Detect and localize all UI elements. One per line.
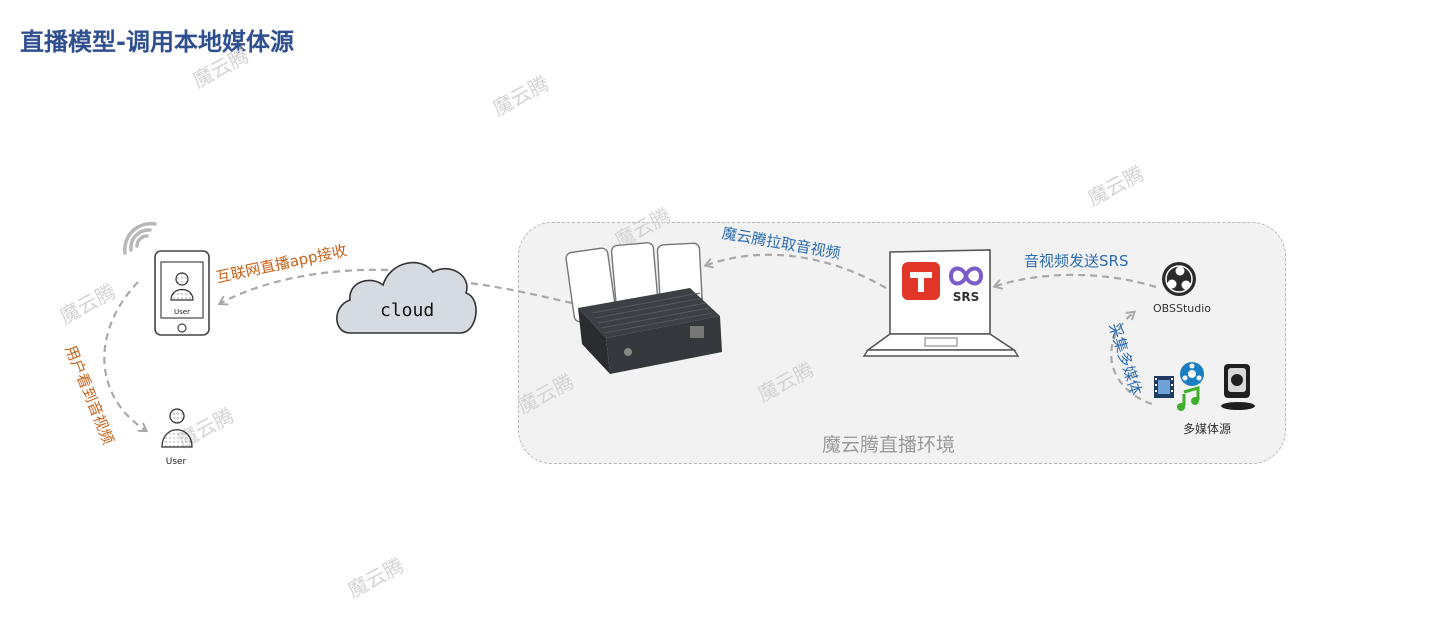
wifi-signal-icon	[123, 221, 157, 255]
music-note-icon	[1177, 386, 1200, 411]
obs-logo-icon	[1162, 262, 1196, 296]
laptop-icon	[862, 249, 1020, 357]
arrow-phone-to-user	[103, 281, 145, 430]
app-logo-icon	[902, 262, 940, 300]
svg-text:User: User	[174, 308, 190, 316]
cloud-icon	[336, 261, 477, 334]
environment-label: 魔云腾直播环境	[822, 434, 956, 456]
arrow-obs-to-srs	[996, 273, 1157, 287]
arrow-srs-to-box	[707, 253, 887, 289]
server-box-icon	[565, 242, 722, 374]
page-title: 直播模型-调用本地媒体源	[20, 28, 294, 56]
webcam-icon	[1221, 364, 1255, 410]
srs-logo-icon	[948, 266, 984, 286]
user-icon: User	[161, 408, 193, 467]
film-reel-icon	[1180, 362, 1204, 386]
film-strip-icon	[1154, 376, 1174, 398]
send-srs-label: 音视频发送SRS	[1024, 252, 1129, 270]
cloud-label: cloud	[380, 300, 435, 321]
obs-label: OBSStudio	[1153, 302, 1212, 315]
phone-icon: User	[154, 250, 210, 336]
media-sources-label: 多媒体源	[1183, 422, 1232, 436]
arrow-box-to-cloud	[459, 280, 573, 305]
arrow-media-to-obs	[1110, 313, 1153, 406]
srs-label: SRS	[953, 290, 980, 304]
svg-text:User: User	[166, 457, 187, 467]
